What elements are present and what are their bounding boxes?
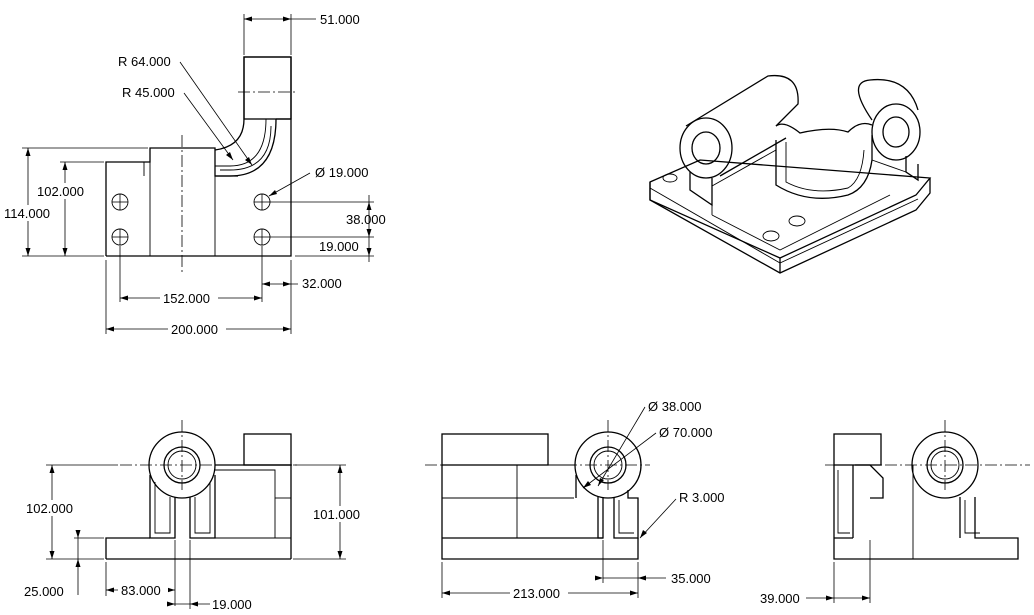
isometric-view [649, 74, 932, 274]
dim-right-39: 39.000 [760, 591, 800, 606]
dim-side-width: 213.000 [513, 586, 560, 601]
dim-height-inner: 102.000 [37, 184, 84, 199]
dim-front-19: 19.000 [212, 597, 252, 612]
dim-radius-inner: R 45.000 [122, 85, 175, 100]
front-view: 102.000 25.000 83.000 19.000 101.000 [24, 420, 368, 612]
dim-hole-offset: 19.000 [319, 239, 359, 254]
dim-fillet: R 3.000 [679, 490, 725, 505]
dim-boss-inner-dia: Ø 38.000 [648, 399, 702, 414]
dim-hole-diameter: Ø 19.000 [315, 165, 369, 180]
dim-total-width: 200.000 [171, 322, 218, 337]
dim-front-base: 25.000 [24, 584, 64, 599]
right-view: 39.000 [760, 420, 1030, 606]
dim-front-101: 101.000 [313, 507, 360, 522]
side-view: Ø 38.000 Ø 70.000 R 3.000 213.000 35.000 [425, 399, 725, 601]
dim-front-height: 102.000 [26, 501, 73, 516]
dim-radius-outer: R 64.000 [118, 54, 171, 69]
top-view: 51.000 R 64.000 R 45.000 Ø 19.000 38.000… [2, 12, 386, 337]
dim-edge-offset: 32.000 [302, 276, 342, 291]
dim-top-width: 51.000 [320, 12, 360, 27]
dim-hole-spacing-v: 38.000 [346, 212, 386, 227]
dim-front-83: 83.000 [121, 583, 161, 598]
dim-boss-outer-dia: Ø 70.000 [659, 425, 713, 440]
dim-hole-spacing-h: 152.000 [163, 291, 210, 306]
dim-side-35: 35.000 [671, 571, 711, 586]
dim-height-outer: 114.000 [4, 206, 50, 221]
